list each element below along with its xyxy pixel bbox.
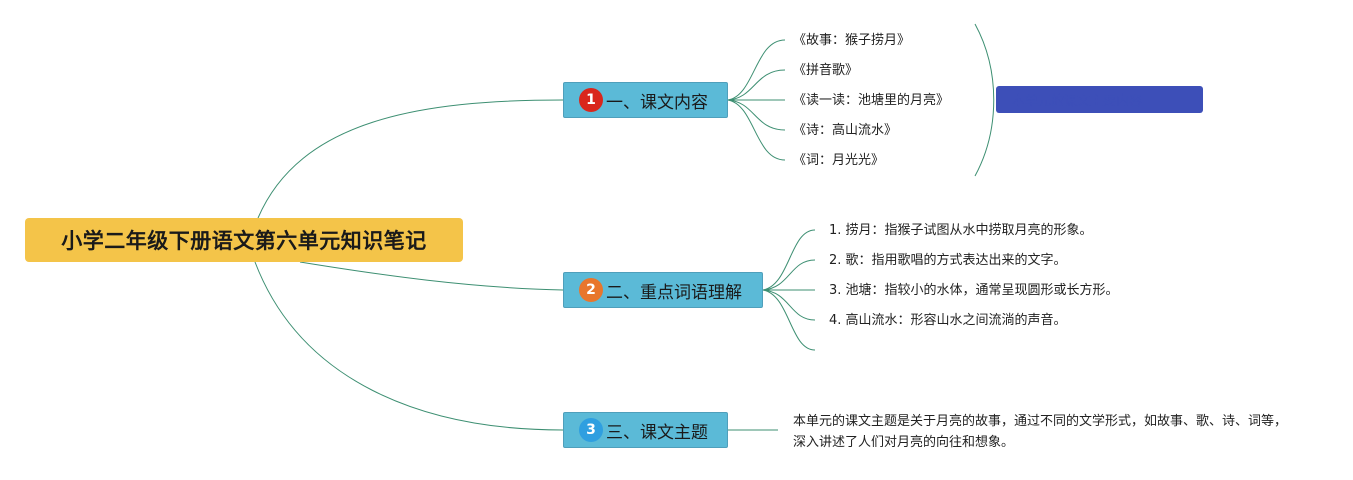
root-title: 小学二年级下册语文第六单元知识笔记 <box>61 229 427 253</box>
connector-b1-leaf-5 <box>727 99 786 161</box>
summary-label: 本单元的课文主要内容 <box>1012 94 1143 109</box>
branch-theme[interactable]: 3 三、课文主题 <box>563 412 728 448</box>
theme-text[interactable]: 本单元的课文主题是关于月亮的故事，通过不同的文学形式，如故事、歌、诗、词等，深入… <box>793 414 1288 450</box>
connector-b2-leaf-2 <box>762 259 816 291</box>
connector-b2-leaf-5 <box>762 289 816 351</box>
connector-root-branch-3 <box>254 261 564 431</box>
number-3-badge: 3 <box>579 418 603 442</box>
leaf-word-3[interactable]: 3. 池塘：指较小的水体，通常呈现圆形或长方形。 <box>829 283 1119 298</box>
branch-label: 三、课文主题 <box>606 422 708 443</box>
connector-b1-leaf-2 <box>727 69 786 101</box>
number-2-badge: 2 <box>579 278 603 302</box>
branch-label: 二、重点词语理解 <box>606 282 742 303</box>
connector-root-branch-2 <box>299 261 564 291</box>
connector-root-branch-1 <box>257 99 564 219</box>
connector-b2-leaf-1 <box>762 229 816 291</box>
leaf-course-4[interactable]: 《诗：高山流水》 <box>793 123 898 138</box>
branch-label: 一、课文内容 <box>606 92 708 113</box>
connector-b1-leaf-4 <box>727 99 786 131</box>
leaf-word-2[interactable]: 2. 歌：指用歌唱的方式表达出来的文字。 <box>829 253 1067 268</box>
branch-course-content[interactable]: 1 一、课文内容 <box>563 82 728 118</box>
leaf-word-1[interactable]: 1. 捞月：指猴子试图从水中捞取月亮的形象。 <box>829 223 1093 238</box>
connector-b1-leaf-1 <box>727 39 786 101</box>
branch-key-words[interactable]: 2 二、重点词语理解 <box>563 272 763 308</box>
root-topic[interactable]: 小学二年级下册语文第六单元知识笔记 <box>25 218 463 262</box>
number-1-badge: 1 <box>579 88 603 112</box>
leaf-course-5[interactable]: 《词：月光光》 <box>793 153 885 168</box>
leaf-course-2[interactable]: 《拼音歌》 <box>793 63 859 78</box>
leaf-course-3[interactable]: 《读一读：池塘里的月亮》 <box>793 93 950 108</box>
summary-box[interactable]: 本单元的课文主要内容 <box>996 86 1203 113</box>
connector-b2-leaf-4 <box>762 289 816 321</box>
summary-bracket <box>974 23 995 177</box>
leaf-word-4[interactable]: 4. 高山流水：形容山水之间流淌的声音。 <box>829 313 1067 328</box>
leaf-course-1[interactable]: 《故事：猴子捞月》 <box>793 33 911 48</box>
